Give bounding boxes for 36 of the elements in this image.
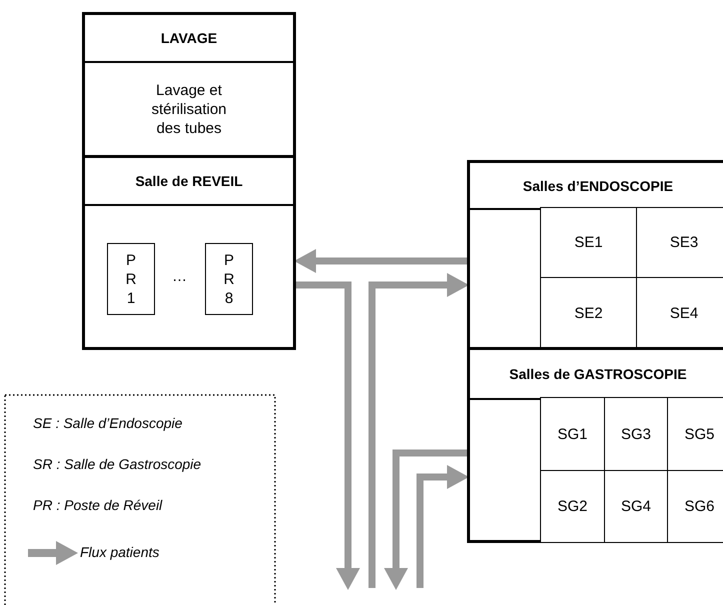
room-block: [82, 12, 296, 158]
flow-arrow: [368, 273, 469, 588]
room-number: SG3: [620, 426, 651, 442]
room-description: Lavage et stérilisation des tubes: [150, 80, 228, 138]
flow-arrow: [416, 465, 469, 588]
recovery-bed-box: [205, 243, 253, 315]
room-number: SG6: [684, 498, 714, 515]
room-number: SE1: [574, 234, 603, 251]
room-block: [82, 155, 296, 350]
flow-arrow: [384, 450, 467, 590]
room-heading: Salle de REVEIL: [135, 173, 243, 189]
room-heading: Salles de GASTROSCOPIE: [509, 366, 687, 382]
room-number: SG2: [557, 498, 588, 515]
legend-entry: Flux patients: [80, 544, 160, 560]
room-block: [467, 160, 723, 350]
room-number: SG5: [684, 426, 714, 442]
ellipsis-label: …: [172, 268, 187, 285]
room-number: SE4: [670, 305, 698, 322]
legend-entry: SE : Salle d’Endoscopie: [33, 415, 182, 431]
room-cell: [540, 397, 605, 471]
bed-label: P R 8: [223, 250, 235, 308]
room-number: SE2: [574, 305, 603, 322]
bed-label: P R 1: [125, 250, 137, 308]
room-heading: LAVAGE: [160, 30, 218, 46]
room-number: SG4: [620, 498, 651, 515]
legend-entry: PR : Poste de Réveil: [33, 497, 162, 513]
room-cell: [540, 207, 637, 278]
room-heading: Salles d’ENDOSCOPIE: [522, 178, 674, 194]
room-block: [467, 347, 723, 543]
flow-arrow: [294, 249, 467, 273]
room-cell: [540, 470, 605, 543]
room-number: SG1: [557, 426, 588, 442]
legend-entry: SR : Salle de Gastroscopie: [33, 456, 202, 472]
flow-arrow: [296, 282, 360, 590]
room-number: SE3: [670, 234, 698, 251]
recovery-bed-box: [107, 243, 155, 315]
